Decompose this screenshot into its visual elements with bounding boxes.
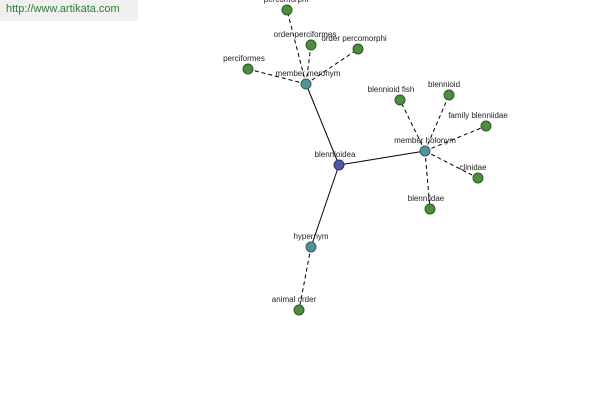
label-family-blenniidae: family blenniidae — [448, 111, 508, 120]
label-member-meronym: member meronym — [276, 69, 341, 78]
node-clinidae[interactable] — [472, 172, 484, 184]
label-order-percomorphi: order percomorphi — [321, 34, 387, 43]
edge-center-hypernym — [310, 164, 340, 248]
edge-holonym-blennioid-fish — [399, 99, 426, 152]
edge-meronym-order-perciformes — [305, 44, 312, 85]
label-hypernym: hypernym — [293, 232, 328, 241]
edge-center-holonym — [338, 150, 426, 166]
edge-meronym-perciformes — [247, 68, 307, 85]
edge-holonym-clinidae — [424, 150, 479, 179]
node-blennioidea[interactable] — [333, 159, 345, 171]
node-family-blenniidae[interactable] — [480, 120, 492, 132]
node-blennioid-fish[interactable] — [394, 94, 406, 106]
label-blennioid: blennioid — [428, 80, 460, 89]
edge-holonym-blennioid — [424, 94, 450, 152]
node-member-meronym[interactable] — [300, 78, 312, 90]
label-blennioidea: blennioidea — [315, 150, 356, 159]
edge-hypernym-animal-order — [298, 246, 312, 311]
node-percomorphi-top[interactable] — [281, 4, 293, 16]
edge-meronym-percomorphi-top — [286, 9, 307, 85]
node-blennioid[interactable] — [443, 89, 455, 101]
label-animal-order: animal order — [272, 295, 317, 304]
node-perciformes[interactable] — [242, 63, 254, 75]
label-order-perciformes: order perciformes — [274, 30, 337, 39]
node-blenniidae[interactable] — [424, 203, 436, 215]
node-order-perciformes[interactable] — [305, 39, 317, 51]
label-perciformes: perciformes — [223, 54, 265, 63]
edge-holonym-blenniidae — [424, 150, 431, 210]
node-animal-order[interactable] — [293, 304, 305, 316]
edge-meronym-order-percomorphi — [305, 48, 359, 85]
label-blenniidae: blenniidae — [408, 194, 445, 203]
edge-holonym-family-blenniidae — [424, 125, 487, 152]
node-member-holonym[interactable] — [419, 145, 431, 157]
label-clinidae: clinidae — [459, 163, 487, 172]
edge-center-meronym — [305, 83, 340, 166]
label-member-holonym: member holonym — [394, 136, 456, 145]
label-percomorphi-top: percomorphi — [264, 0, 309, 4]
site-url[interactable]: http://www.artikata.com — [0, 0, 138, 21]
node-hypernym[interactable] — [305, 241, 317, 253]
label-blennioid-fish: blennioid fish — [368, 85, 415, 94]
node-order-percomorphi[interactable] — [352, 43, 364, 55]
